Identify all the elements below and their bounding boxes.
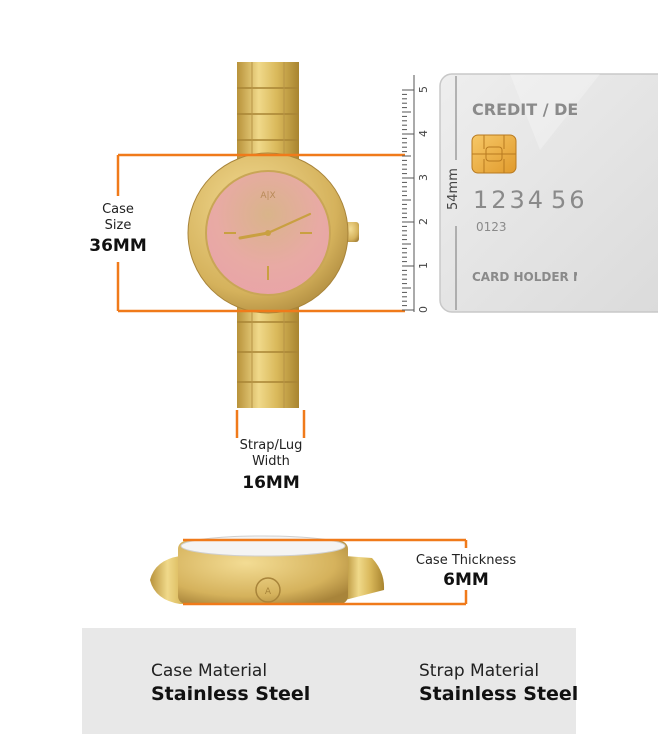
svg-text:A|X: A|X <box>260 191 275 201</box>
ruler-number: 0 <box>417 306 430 313</box>
strap-width-value: 16MM <box>242 473 300 493</box>
case-size-value: 36MM <box>89 236 147 256</box>
case-size-bracket <box>116 153 405 313</box>
watch-front: A|X <box>187 152 359 314</box>
case-size-label-2: Size <box>104 218 132 233</box>
strap-material-label: Strap Material <box>419 661 540 681</box>
case-size-label-1: Case <box>102 202 134 217</box>
ruler <box>402 75 415 312</box>
card-number-b: 56 <box>551 186 588 214</box>
watch-crown <box>345 222 359 242</box>
ax-logo-icon <box>255 577 281 603</box>
card-small-number: 0123 <box>476 220 507 234</box>
materials-panel: Case Material Stainless Steel Strap Mate… <box>82 628 579 734</box>
hour-hand <box>238 231 270 240</box>
ruler-number: 5 <box>417 86 430 93</box>
credit-card <box>439 73 658 313</box>
thickness-bracket <box>183 538 468 606</box>
card-height-label: 54mm <box>446 168 461 210</box>
ruler-number: 2 <box>417 218 430 225</box>
case-thickness-label: Case Thickness <box>415 553 517 568</box>
strap-material-value: Stainless Steel <box>419 683 579 705</box>
minute-hand <box>266 212 312 235</box>
case-thickness-value: 6MM <box>443 570 489 590</box>
ruler-number: 1 <box>417 262 430 269</box>
case-material-value: Stainless Steel <box>151 683 311 705</box>
svg-text:A: A <box>265 587 272 597</box>
ruler-number: 4 <box>417 130 430 137</box>
ruler-number: 3 <box>417 174 430 181</box>
card-holder-name: CARD HOLDER NAME <box>472 270 577 284</box>
strap-width-label-2: Width <box>252 454 290 469</box>
case-material-label: Case Material <box>151 661 268 681</box>
strap-width-bracket <box>235 410 306 438</box>
strap-width-label-1: Strap/Lug <box>239 438 303 453</box>
card-title: CREDIT / DEBIT C <box>472 100 577 119</box>
chip-icon <box>471 134 517 174</box>
card-number-a: 1234 <box>473 186 547 214</box>
watch-side: A <box>150 535 385 604</box>
